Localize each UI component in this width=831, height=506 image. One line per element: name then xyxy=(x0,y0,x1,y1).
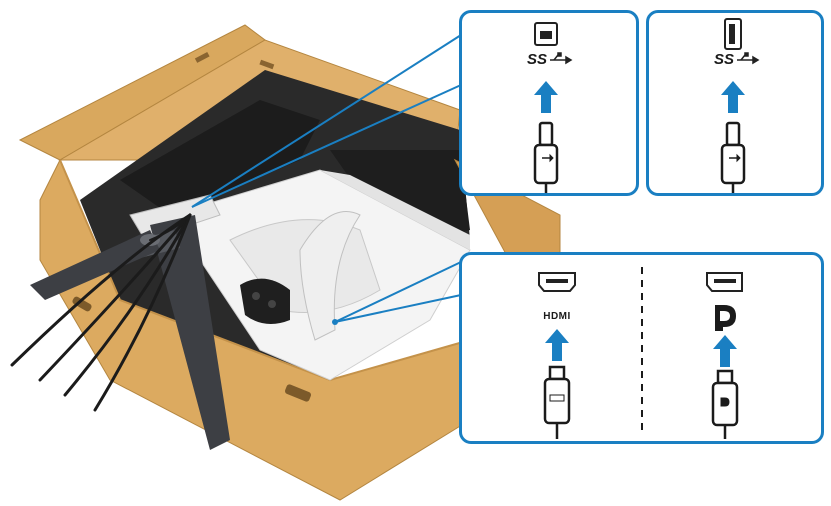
up-arrow-icon xyxy=(721,81,745,113)
usb-b-graphics xyxy=(462,13,636,193)
video-panel: HDMI xyxy=(459,252,824,444)
up-arrow-icon xyxy=(534,81,558,113)
displayport-port-icon xyxy=(707,273,742,291)
video-graphics xyxy=(462,255,821,441)
usb-plug-icon xyxy=(535,123,557,193)
usb-a-panel: SS xyxy=(646,10,824,196)
usb-a-port-icon xyxy=(725,19,741,49)
usb-b-port-icon xyxy=(535,23,557,45)
up-arrow-icon xyxy=(545,329,569,361)
usb-plug-icon xyxy=(722,123,744,193)
up-arrow-icon xyxy=(713,335,737,367)
hdmi-plug-icon xyxy=(545,367,569,439)
hdmi-port-icon xyxy=(539,273,575,291)
usb-a-graphics xyxy=(649,13,821,193)
ss-logo-text: SS xyxy=(522,51,552,68)
usb-b-panel: SS xyxy=(459,10,639,196)
hdmi-logo-text: HDMI xyxy=(532,311,582,322)
displayport-plug-icon xyxy=(713,371,737,439)
ss-usb-logo-icon xyxy=(737,53,758,63)
ss-logo-text: SS xyxy=(709,51,739,68)
ss-usb-logo-icon xyxy=(550,53,571,63)
displayport-logo-icon xyxy=(715,305,736,331)
